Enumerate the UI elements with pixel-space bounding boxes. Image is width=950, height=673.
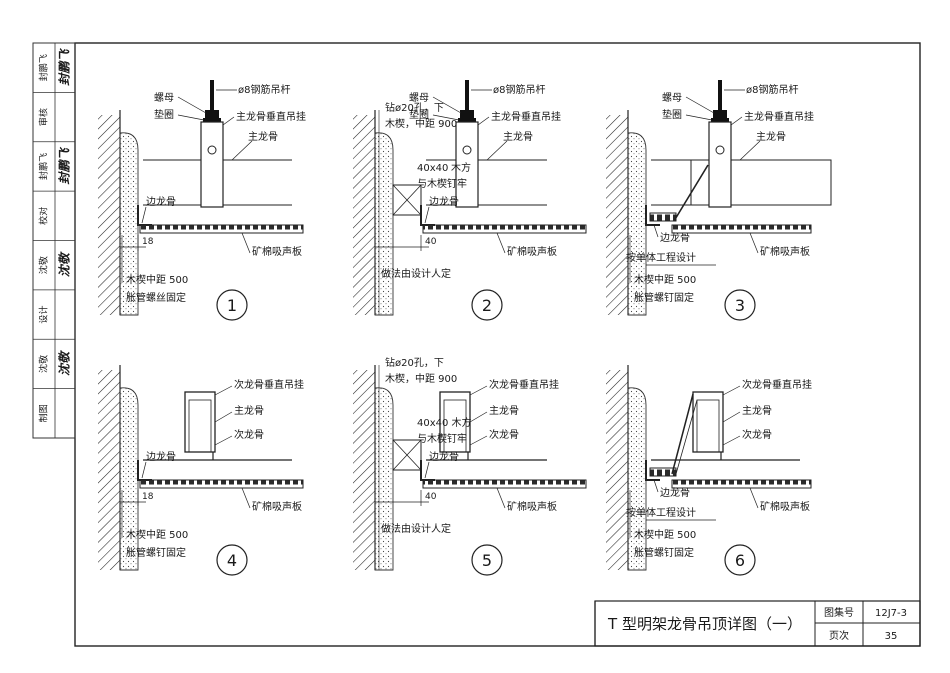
detail-number: 1 (227, 296, 237, 315)
washer-label: 垫圈 (154, 108, 174, 121)
atlas-label: 图集号 (824, 606, 854, 619)
rod-label: ø8钢筋吊杆 (746, 83, 798, 96)
drill-note-label: 木楔，中距 900 (385, 117, 457, 130)
atlas-number: 12J7-3 (875, 608, 907, 619)
sub-keel-label: 次龙骨 (489, 428, 519, 441)
detail-number: 5 (482, 551, 492, 570)
washer-label: 垫圈 (409, 108, 429, 121)
edge-keel-label: 边龙骨 (429, 195, 459, 208)
nut-label: 螺母 (154, 92, 174, 104)
approval-role-label: 制图 (38, 404, 50, 422)
hanger-label: 主龙骨垂直吊挂 (491, 110, 561, 123)
approval-role-label: 设计 (38, 306, 50, 324)
signature: 沈敬 (58, 251, 72, 277)
edge-keel-label: 边龙骨 (146, 450, 176, 463)
approval-role-label: 沈敬 (38, 256, 50, 274)
edge-keel-label: 边龙骨 (146, 195, 176, 208)
signature: 封鹏飞 (58, 48, 72, 86)
anchor-note-label: 胀管螺钉固定 (634, 291, 694, 304)
edge-keel-label: 边龙骨 (660, 231, 690, 244)
method-note-label: 做法由设计人定 (381, 267, 451, 280)
edge-keel-label: 边龙骨 (660, 486, 690, 499)
anchor-note-label: 胀管螺钉固定 (126, 546, 186, 559)
hanger-label: 主龙骨垂直吊挂 (236, 110, 306, 123)
anchor-note-label: 胀管螺钉固定 (634, 546, 694, 559)
dimension-label: 40 (425, 237, 437, 247)
approval-role-label: 封鹏飞 (38, 54, 50, 81)
sub-keel-label: 次龙骨 (742, 428, 772, 441)
board-label: 矿棉吸声板 (252, 245, 302, 258)
rod-label: ø8钢筋吊杆 (493, 83, 545, 96)
method-note-label: 做法由设计人定 (381, 522, 451, 535)
page-label: 页次 (829, 629, 849, 642)
wood-block-label: 40x40 木方 (417, 416, 472, 429)
page-number: 35 (885, 631, 898, 642)
signature: 沈敬 (58, 350, 72, 376)
dimension-label: 40 (425, 492, 437, 502)
nut-label: 螺母 (409, 92, 429, 104)
sub-keel-label: 次龙骨 (234, 428, 264, 441)
drill-note-label: 木楔，中距 900 (385, 372, 457, 385)
hanger-label: 次龙骨垂直吊挂 (234, 378, 304, 391)
design-note-label: 按单体工程设计 (626, 506, 696, 519)
detail-drawings: ø8钢筋吊杆螺母垫圈主龙骨垂直吊挂主龙骨边龙骨矿棉吸声板18木楔中距 500胀管… (98, 80, 832, 576)
wood-block-label: 与木楔钉牢 (417, 432, 467, 445)
design-note-label: 按单体工程设计 (626, 251, 696, 264)
board-label: 矿棉吸声板 (760, 245, 810, 258)
dimension-label: 18 (142, 492, 154, 502)
approval-role-label: 沈敬 (38, 355, 50, 373)
rod-label: ø8钢筋吊杆 (238, 83, 290, 96)
detail-number: 2 (482, 296, 492, 315)
hanger-label: 主龙骨垂直吊挂 (744, 110, 814, 123)
board-label: 矿棉吸声板 (252, 500, 302, 513)
detail-number: 6 (735, 551, 745, 570)
main-keel-label: 主龙骨 (742, 404, 772, 417)
wood-block-label: 木方 (451, 161, 471, 174)
main-keel-label: 主龙骨 (756, 130, 786, 143)
edge-keel-label: 边龙骨 (429, 450, 459, 463)
dimension-label: 18 (142, 237, 154, 247)
main-keel-label: 主龙骨 (248, 130, 278, 143)
main-keel-label: 主龙骨 (234, 404, 264, 417)
board-label: 矿棉吸声板 (507, 245, 557, 258)
anchor-note-label: 胀管螺丝固定 (126, 291, 186, 304)
drill-note-label: 钻ø20孔，下 (385, 356, 444, 369)
signature: 封鹏飞 (58, 146, 72, 184)
detail-number: 3 (735, 296, 745, 315)
wood-block-label: 40x40 (417, 163, 448, 174)
anchor-note-label: 木楔中距 500 (634, 528, 696, 541)
drill-note-label: 钻ø20孔，下 (385, 101, 444, 114)
washer-label: 垫圈 (662, 108, 682, 121)
board-label: 矿棉吸声板 (507, 500, 557, 513)
approval-role-label: 封鹏飞 (38, 153, 50, 180)
hanger-label: 次龙骨垂直吊挂 (742, 378, 812, 391)
approval-role-label: 校对 (38, 207, 50, 225)
board-label: 矿棉吸声板 (760, 500, 810, 513)
nut-label: 螺母 (662, 92, 682, 104)
drawing-title: T 型明架龙骨吊顶详图（一） (607, 615, 802, 633)
approval-column: 封鹏飞封鹏飞审核封鹏飞封鹏飞校对沈敬沈敬设计沈敬沈敬制图 (32, 42, 76, 439)
detail-number: 4 (227, 551, 237, 570)
approval-role-label: 审核 (38, 108, 50, 126)
main-keel-label: 主龙骨 (503, 130, 533, 143)
anchor-note-label: 木楔中距 500 (634, 273, 696, 286)
anchor-note-label: 木楔中距 500 (126, 528, 188, 541)
main-keel-label: 主龙骨 (489, 404, 519, 417)
wood-block-label: 与木楔钉牢 (417, 177, 467, 190)
title-block: T 型明架龙骨吊顶详图（一） 图集号 12J7-3 页次 35 (594, 600, 921, 647)
anchor-note-label: 木楔中距 500 (126, 273, 188, 286)
hanger-label: 次龙骨垂直吊挂 (489, 378, 559, 391)
